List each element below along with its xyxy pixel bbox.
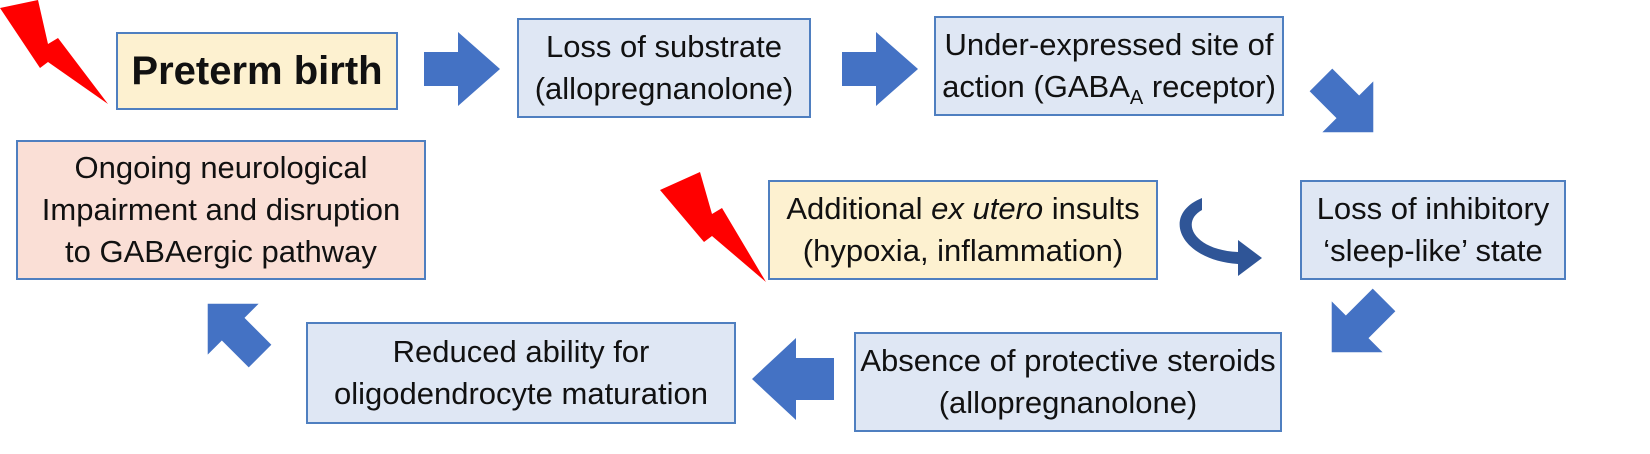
block-arrow-icon bbox=[207, 303, 272, 368]
gaba-subscript: A bbox=[1129, 87, 1144, 110]
reduced-line1: Reduced ability for bbox=[392, 334, 650, 369]
block-arrow-icon bbox=[1331, 288, 1396, 353]
ongoing-line1: Ongoing neurological bbox=[74, 150, 368, 185]
under-expressed-line2: action (GABAA receptor) bbox=[942, 66, 1276, 108]
ongoing-line3: to GABAergic pathway bbox=[65, 234, 377, 269]
loss-of-substrate-box: Loss of substrate (allopregnanolone) bbox=[517, 18, 811, 118]
lightning-bolt-icon bbox=[0, 0, 108, 104]
under-expressed-line2-pre: action (GABA bbox=[942, 69, 1130, 104]
additional-insults-box: Additional ex utero insults (hypoxia, in… bbox=[768, 180, 1158, 280]
additional-line1: Additional ex utero insults bbox=[786, 188, 1139, 230]
lightning-bolt-icon bbox=[660, 172, 766, 282]
additional-line1-post: insults bbox=[1043, 191, 1140, 226]
loss-of-inhibitory-line1: Loss of inhibitory bbox=[1316, 191, 1550, 226]
under-expressed-line1: Under-expressed site of bbox=[944, 27, 1274, 62]
under-expressed-line2-post: receptor) bbox=[1143, 69, 1276, 104]
absence-line1: Absence of protective steroids bbox=[860, 343, 1276, 378]
block-arrow-icon bbox=[842, 32, 918, 106]
absence-of-steroids-box: Absence of protective steroids (allopreg… bbox=[854, 332, 1282, 432]
ongoing-impairment-box: Ongoing neurological Impairment and disr… bbox=[16, 140, 426, 280]
block-arrow-icon bbox=[424, 32, 500, 106]
loss-of-substrate-line2: (allopregnanolone) bbox=[534, 71, 794, 106]
preterm-birth-label: Preterm birth bbox=[131, 49, 383, 93]
absence-line2: (allopregnanolone) bbox=[938, 385, 1198, 420]
loss-of-inhibitory-line2: ‘sleep-like’ state bbox=[1323, 233, 1543, 268]
loss-of-substrate-line1: Loss of substrate bbox=[545, 29, 783, 64]
ongoing-line2: Impairment and disruption bbox=[41, 192, 401, 227]
reduced-line2: oligodendrocyte maturation bbox=[334, 376, 708, 411]
preterm-birth-box: Preterm birth bbox=[116, 32, 398, 110]
additional-line1-pre: Additional bbox=[786, 191, 932, 226]
under-expressed-site-box: Under-expressed site of action (GABAA re… bbox=[934, 16, 1284, 116]
reduced-ability-box: Reduced ability for oligodendrocyte matu… bbox=[306, 322, 736, 424]
additional-line2: (hypoxia, inflammation) bbox=[802, 233, 1124, 268]
additional-line1-em: ex utero bbox=[931, 191, 1044, 226]
loss-of-inhibitory-box: Loss of inhibitory ‘sleep-like’ state bbox=[1300, 180, 1566, 280]
block-arrow-icon bbox=[1309, 68, 1374, 133]
block-arrow-icon bbox=[752, 338, 834, 420]
curved-arrow-icon bbox=[1179, 198, 1262, 276]
